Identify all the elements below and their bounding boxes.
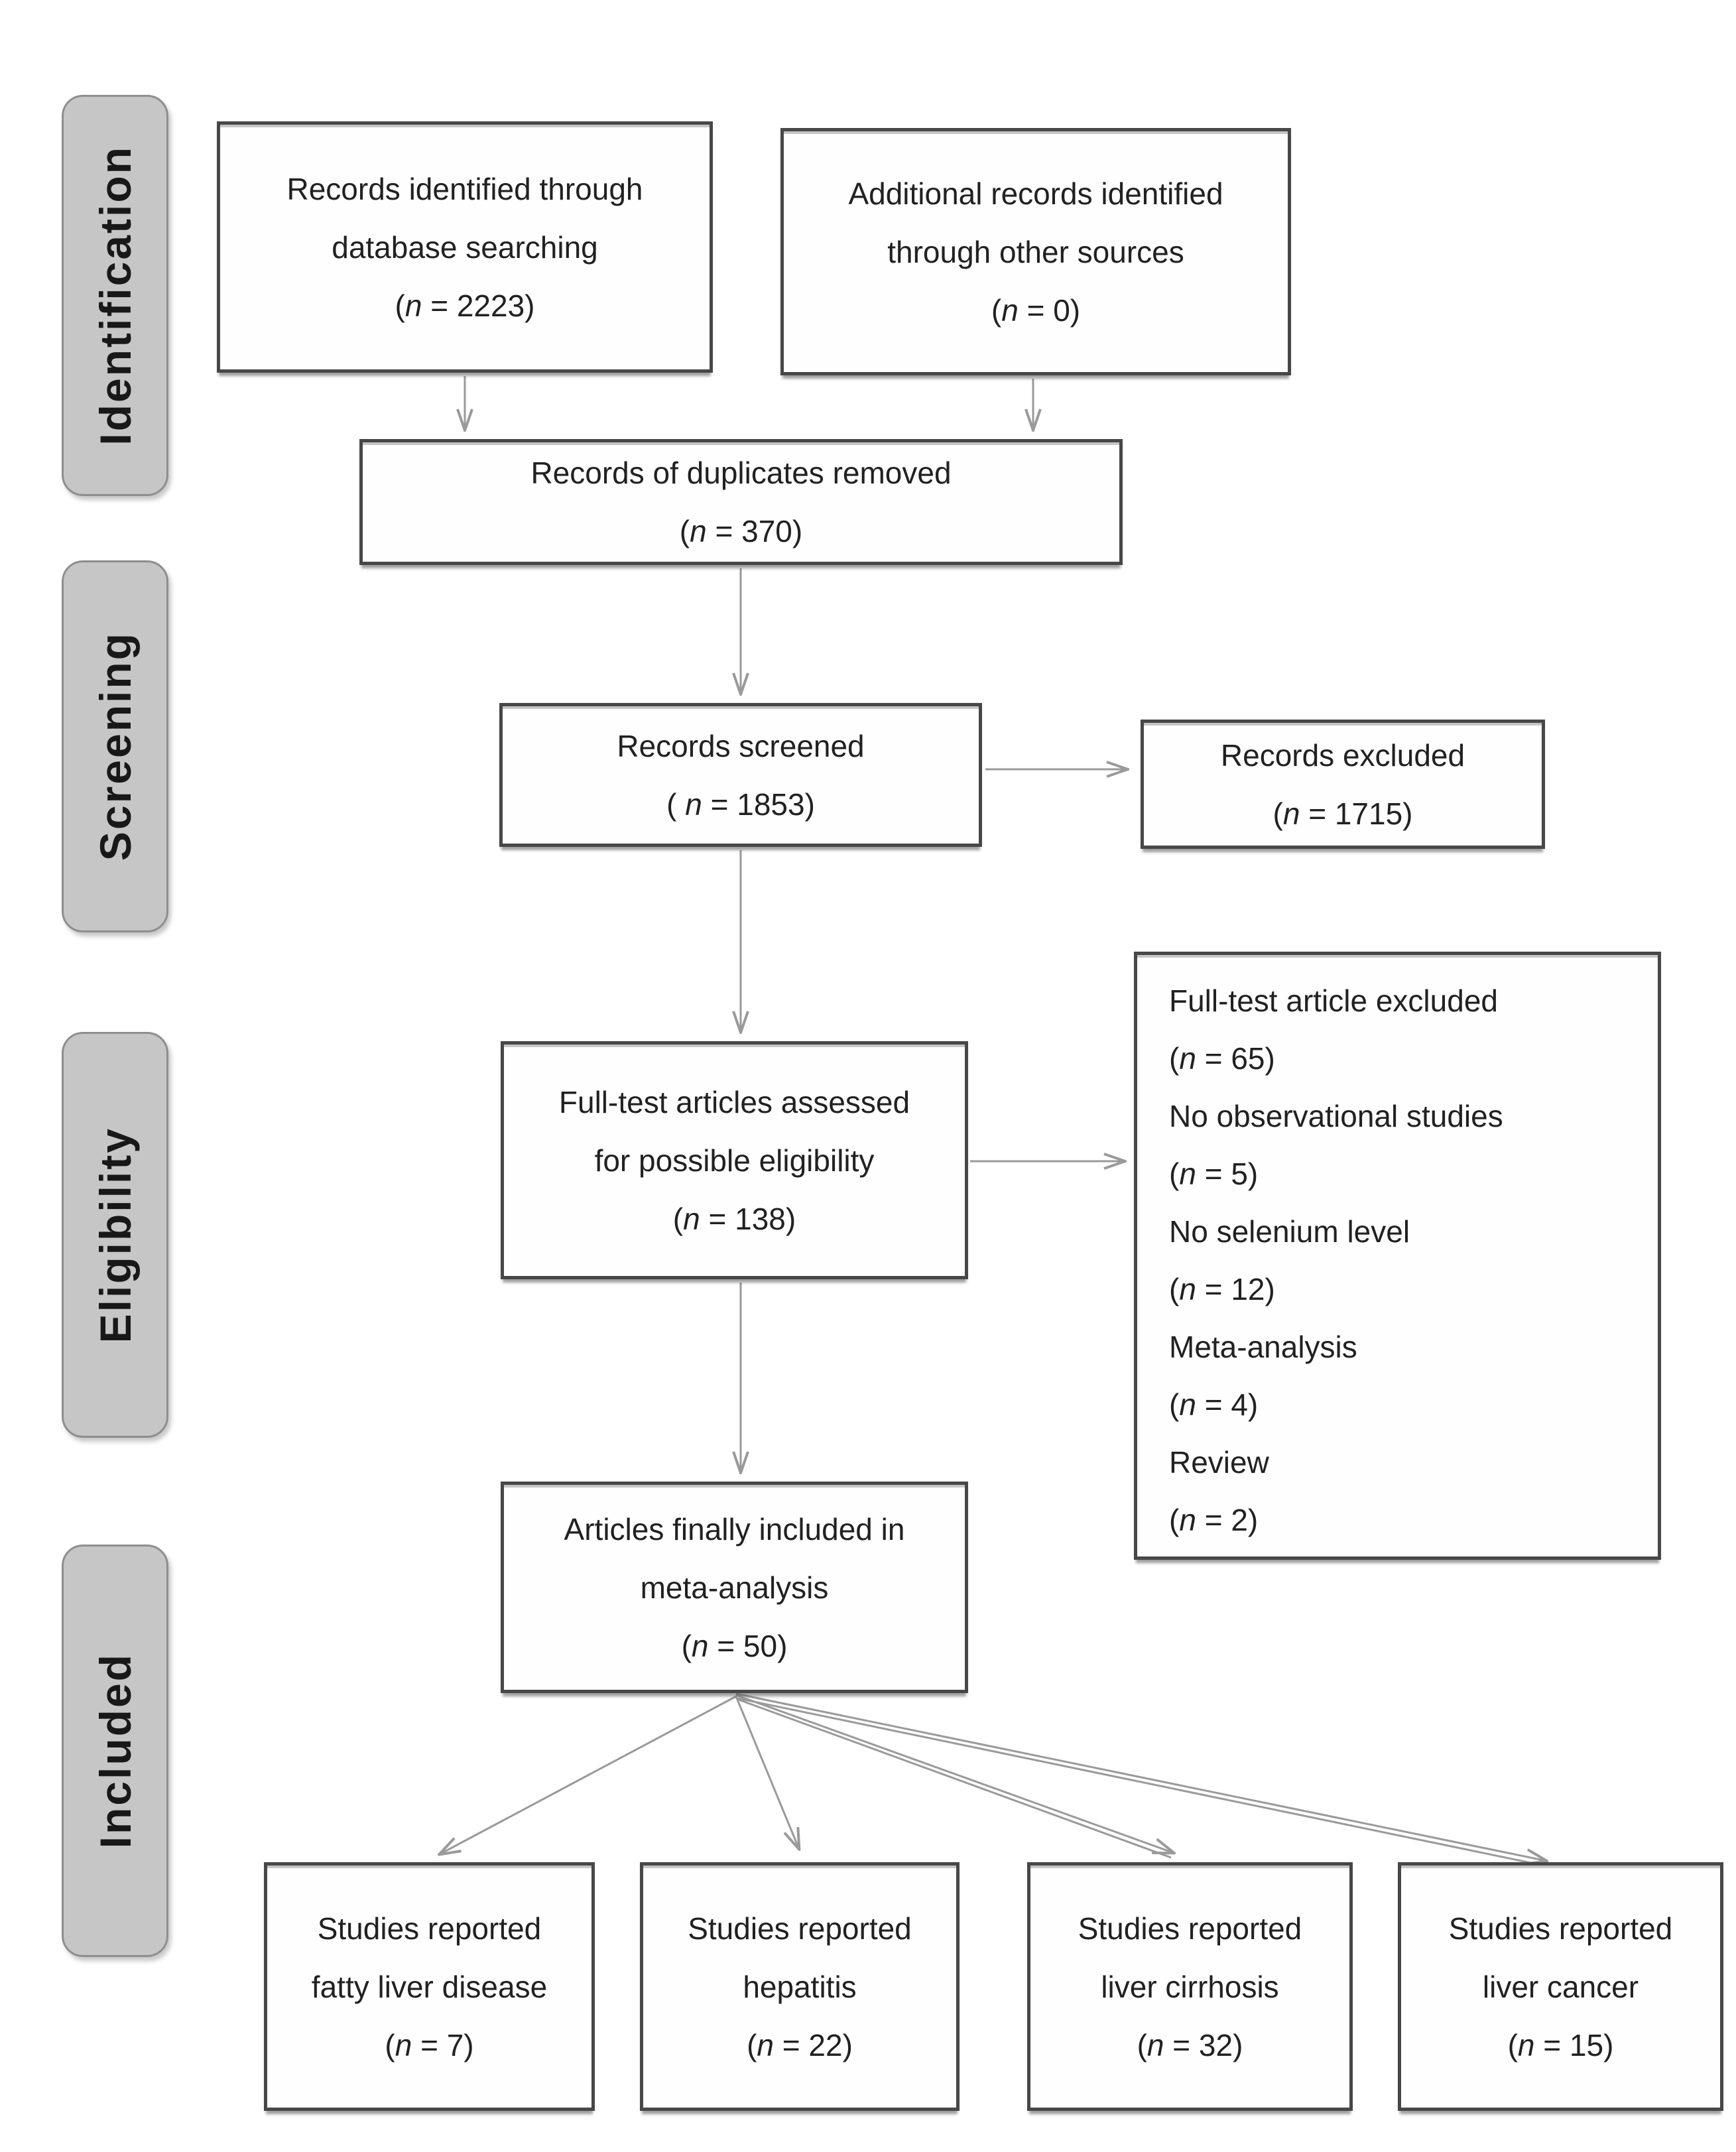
arrow-included-to-liver-cancer (735, 1692, 1546, 1861)
stage-label-included: Included (62, 1545, 168, 1957)
box-fulltext-assessed: Full-test articles assessed for possible… (501, 1041, 968, 1279)
box-count: (n = 32) (1137, 2027, 1243, 2062)
box-finally-included: Articles finally included in meta-analys… (501, 1482, 968, 1693)
box-line: Records screened (617, 728, 865, 763)
box-line: liver cancer (1482, 1969, 1639, 2004)
stage-label-screening: Screening (62, 560, 168, 932)
exclusion-reason-count: (n = 65) (1169, 1041, 1275, 1076)
box-line: Records of duplicates removed (530, 456, 952, 490)
stage-label-text: Identification (90, 145, 140, 446)
box-studies-liver-cancer: Studies reported liver cancer (n = 15) (1398, 1862, 1723, 2111)
box-line: fatty liver disease (311, 1969, 548, 2004)
exclusion-reason-count: (n = 4) (1169, 1387, 1259, 1422)
box-line: Studies reported (1078, 1911, 1302, 1946)
box-count: (n = 7) (385, 2027, 474, 2062)
exclusion-reason-label: No observational studies (1169, 1099, 1503, 1133)
stage-label-identification: Identification (62, 95, 168, 496)
box-count: (n = 370) (679, 514, 803, 548)
box-line: hepatitis (743, 1969, 857, 2004)
exclusion-reason-count: (n = 2) (1169, 1503, 1259, 1537)
box-studies-liver-cirrhosis: Studies reported liver cirrhosis (n = 32… (1027, 1862, 1353, 2111)
box-count: (n = 22) (747, 2027, 853, 2062)
box-count: (n = 0) (991, 292, 1081, 328)
box-count: ( n = 1853) (666, 787, 815, 822)
box-additional-records-other-sources: Additional records identified through ot… (780, 128, 1291, 375)
exclusion-reason-label: No selenium level (1169, 1214, 1410, 1249)
exclusion-reason-count: (n = 12) (1169, 1272, 1275, 1306)
box-line: liver cirrhosis (1101, 1969, 1279, 2004)
box-line: through other sources (887, 234, 1184, 269)
arrow-included-to-liver-cirrhosis-echo (738, 1698, 1172, 1859)
box-fulltext-excluded-reasons: Full-test article excluded (n = 65) No o… (1134, 952, 1661, 1560)
box-line: for possible eligibility (594, 1143, 875, 1178)
box-records-excluded: Records excluded (n = 1715) (1141, 720, 1545, 849)
box-line: Records identified through (286, 171, 643, 206)
box-studies-fatty-liver-disease: Studies reported fatty liver disease (n … (264, 1862, 595, 2111)
box-line: Studies reported (317, 1911, 542, 1946)
exclusion-reason-label: Meta-analysis (1169, 1330, 1357, 1364)
stage-label-eligibility: Eligibility (62, 1032, 168, 1438)
box-line: Additional records identified (848, 176, 1223, 211)
box-line: Full-test articles assessed (558, 1084, 910, 1119)
arrow-included-to-liver-cirrhosis (735, 1694, 1174, 1853)
box-line: database searching (332, 229, 598, 265)
box-count: (n = 15) (1507, 2027, 1614, 2062)
exclusion-reason-label: Full-test article excluded (1169, 983, 1498, 1018)
box-records-screened: Records screened ( n = 1853) (499, 703, 982, 847)
exclusion-reason-label: Review (1169, 1445, 1269, 1480)
box-count: (n = 1715) (1272, 796, 1413, 831)
box-line: Records excluded (1220, 737, 1465, 773)
arrow-included-to-hepatitis (735, 1696, 799, 1849)
box-count: (n = 50) (681, 1628, 788, 1663)
box-line: Studies reported (1448, 1911, 1673, 1946)
arrow-included-to-fatty-liver (440, 1695, 737, 1854)
box-duplicates-removed: Records of duplicates removed (n = 370) (359, 439, 1123, 565)
box-line: Studies reported (688, 1911, 912, 1946)
box-count: (n = 138) (672, 1201, 796, 1236)
exclusion-reason-count: (n = 5) (1169, 1157, 1259, 1191)
stage-label-text: Eligibility (90, 1126, 140, 1344)
arrow-included-to-liver-cancer-echo (737, 1697, 1544, 1867)
box-line: meta-analysis (640, 1570, 829, 1605)
box-count: (n = 2223) (395, 288, 535, 323)
box-studies-hepatitis: Studies reported hepatitis (n = 22) (640, 1862, 960, 2111)
box-line: Articles finally included in (564, 1511, 905, 1547)
stage-label-text: Screening (90, 631, 140, 861)
stage-label-text: Included (90, 1653, 140, 1849)
box-records-identified-database: Records identified through database sear… (217, 121, 713, 373)
